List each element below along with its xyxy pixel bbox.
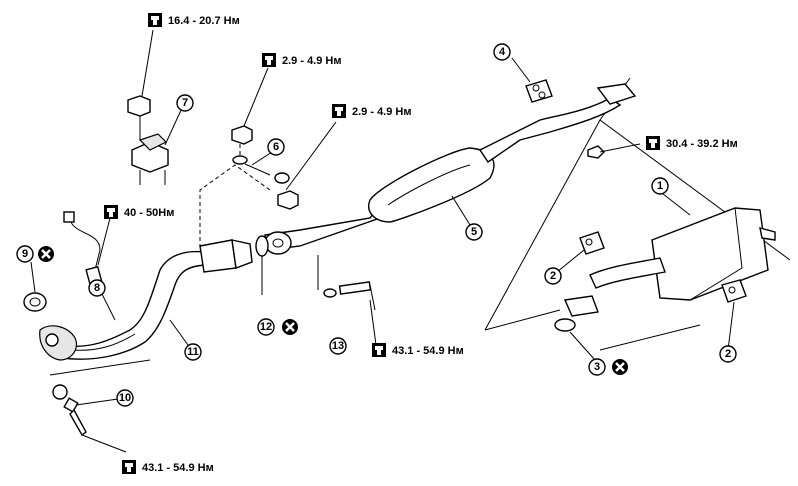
callout-9: 9 xyxy=(16,245,34,263)
callout-2b: 2 xyxy=(719,345,737,363)
callout-number: 2 xyxy=(550,270,556,282)
torque-label-5: 30.4 - 39.2 Нм xyxy=(646,136,738,150)
torque-value: 2.9 - 4.9 Нм xyxy=(282,55,342,67)
hanger-bolt xyxy=(231,125,299,210)
torque-value: 30.4 - 39.2 Нм xyxy=(666,138,738,150)
torque-value: 2.9 - 4.9 Нм xyxy=(352,106,412,118)
do-not-reuse-icon xyxy=(36,244,56,264)
torque-wrench-icon xyxy=(332,104,346,118)
callout-3: 3 xyxy=(588,358,606,376)
callout-12: 12 xyxy=(257,318,275,336)
do-not-reuse-icon xyxy=(280,317,300,337)
torque-wrench-icon xyxy=(262,53,276,67)
callout-number: 10 xyxy=(119,392,131,404)
callout-number: 6 xyxy=(273,141,279,153)
torque-label-4: 40 - 50Нм xyxy=(104,205,174,219)
callout-number: 13 xyxy=(332,340,344,352)
flange-bolt xyxy=(317,255,376,311)
torque-label-6: 43.1 - 54.9 Нм xyxy=(372,343,464,357)
callout-10: 10 xyxy=(116,389,134,407)
front-pipe xyxy=(39,239,253,361)
gasket-ring xyxy=(23,292,47,312)
torque-wrench-icon xyxy=(122,460,136,474)
hanger-nut xyxy=(587,145,605,159)
torque-value: 16.4 - 20.7 Нм xyxy=(168,15,240,27)
torque-value: 43.1 - 54.9 Нм xyxy=(142,462,214,474)
mount-bracket xyxy=(127,95,169,185)
callout-6: 6 xyxy=(267,138,285,156)
do-not-reuse-icon xyxy=(610,357,630,377)
callout-number: 12 xyxy=(260,321,272,333)
torque-wrench-icon xyxy=(646,136,660,150)
torque-wrench-icon xyxy=(372,343,386,357)
callout-5: 5 xyxy=(465,223,483,241)
flange-gasket xyxy=(255,235,269,295)
torque-wrench-icon xyxy=(148,13,162,27)
callout-number: 8 xyxy=(94,282,100,294)
callout-number: 4 xyxy=(499,46,506,58)
callout-4: 4 xyxy=(493,43,511,61)
vehicle-frame-outline xyxy=(199,77,791,351)
rubber-mount-4 xyxy=(525,79,553,103)
callout-11: 11 xyxy=(184,343,202,361)
main-muffler xyxy=(554,207,776,332)
callout-number: 9 xyxy=(22,248,28,260)
callout-number: 1 xyxy=(657,180,663,192)
oxygen-sensor-rear xyxy=(49,359,151,437)
callout-number: 11 xyxy=(187,346,199,358)
callout-number: 7 xyxy=(182,97,188,109)
callout-2a: 2 xyxy=(544,267,562,285)
torque-wrench-icon xyxy=(104,205,118,219)
callout-number: 2 xyxy=(725,348,731,360)
center-muffler xyxy=(264,83,637,255)
torque-label-3: 2.9 - 4.9 Нм xyxy=(332,104,412,118)
rubber-mount-2a xyxy=(579,231,605,255)
leader-lines xyxy=(30,29,735,453)
torque-value: 43.1 - 54.9 Нм xyxy=(392,345,464,357)
torque-label-7: 43.1 - 54.9 Нм xyxy=(122,460,214,474)
callout-number: 3 xyxy=(594,361,600,373)
callout-13: 13 xyxy=(329,337,347,355)
callout-7: 7 xyxy=(176,94,194,112)
callout-8: 8 xyxy=(88,279,106,297)
rubber-mount-2b xyxy=(721,279,747,303)
callout-number: 5 xyxy=(471,226,477,238)
torque-label-1: 16.4 - 20.7 Нм xyxy=(148,13,240,27)
torque-label-2: 2.9 - 4.9 Нм xyxy=(262,53,342,67)
torque-value: 40 - 50Нм xyxy=(124,207,174,219)
callout-1: 1 xyxy=(651,177,669,195)
